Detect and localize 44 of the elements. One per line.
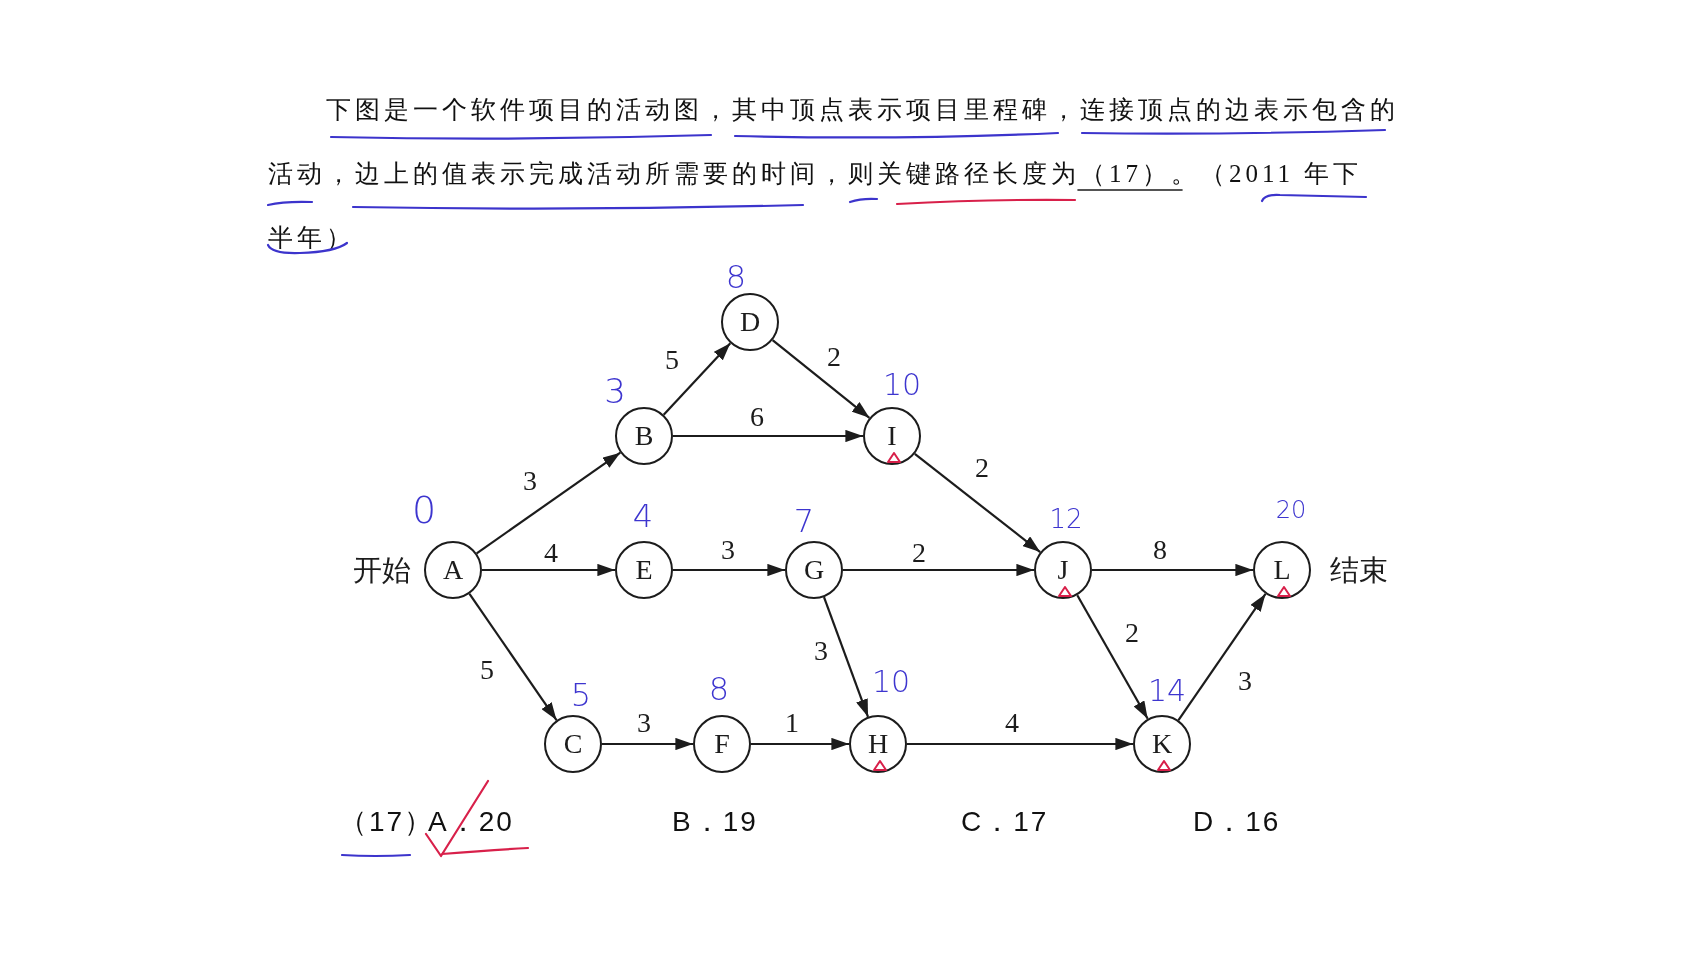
arrow [1092, 563, 1253, 577]
arrow [476, 451, 621, 555]
node-letter: H [867, 730, 889, 758]
arrow [907, 737, 1133, 751]
handwritten-number: 0 [411, 491, 437, 529]
arrow [602, 737, 693, 751]
arrow [662, 342, 732, 416]
answer-option: C．17 [961, 808, 1049, 836]
node-caption: 结束 [1330, 555, 1388, 585]
answer-option: D．16 [1193, 808, 1281, 836]
arrow [1177, 593, 1267, 721]
node-letter: B [634, 422, 654, 450]
handwritten-number: 10 [882, 370, 922, 400]
node-letter: C [563, 730, 583, 758]
arrow [822, 596, 870, 718]
handwritten-number: 12 [1049, 506, 1083, 532]
node-letter: G [803, 556, 825, 584]
handwritten-number: 8 [708, 673, 730, 705]
arrow [673, 429, 863, 443]
handwritten-number: 14 [1147, 676, 1187, 706]
handwritten-number: 20 [1275, 498, 1307, 522]
node-letter: L [1273, 556, 1291, 584]
node-caption: 开始 [353, 555, 411, 585]
node-letter: F [714, 730, 730, 758]
arrow [468, 593, 558, 721]
answer-option: B．19 [672, 808, 758, 836]
arrow [843, 563, 1034, 577]
arrow [1076, 594, 1149, 720]
handwritten-number: 10 [871, 667, 911, 697]
handwritten-number: 5 [570, 679, 592, 711]
arrow [771, 339, 871, 419]
arrow [673, 563, 785, 577]
node-letter: J [1057, 556, 1069, 584]
handwritten-number: 7 [793, 505, 815, 537]
node-letter: D [739, 308, 761, 336]
handwritten-number: 3 [604, 374, 626, 408]
arrow [751, 737, 849, 751]
handwritten-number: 4 [632, 500, 654, 532]
arrow [914, 453, 1041, 553]
node-letter: I [887, 422, 897, 450]
node-letter: E [635, 556, 653, 584]
node-letter: K [1151, 730, 1173, 758]
node-letter: A [442, 556, 464, 584]
arrow [482, 563, 615, 577]
